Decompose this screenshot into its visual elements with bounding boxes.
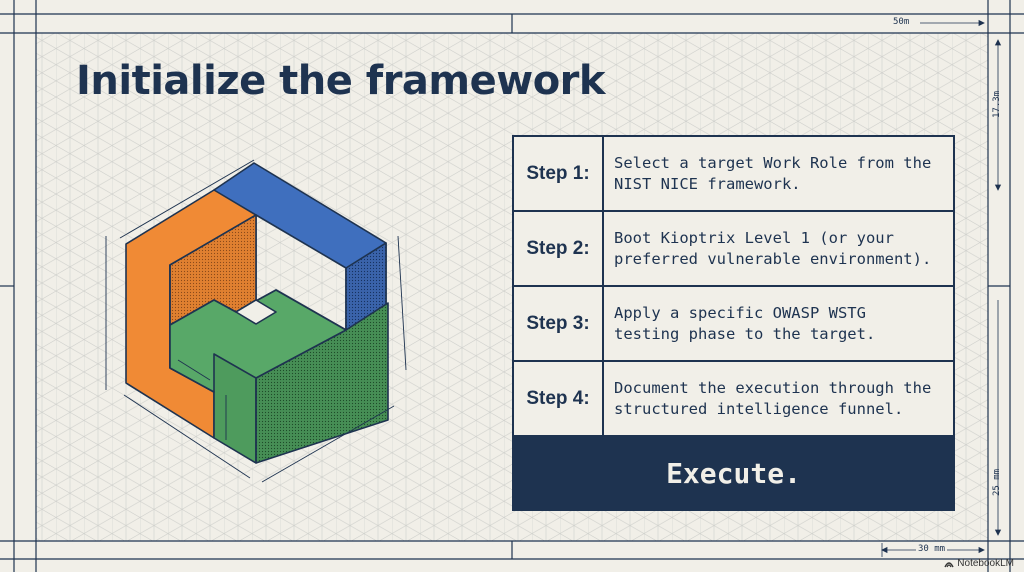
step-text: Boot Kioptrix Level 1 (or your preferred… xyxy=(614,228,932,268)
step-row-3: Step 3: Apply a specific OWASP WSTG test… xyxy=(514,287,953,362)
steps-table: Step 1: Select a target Work Role from t… xyxy=(512,135,955,511)
notebooklm-logo-icon xyxy=(944,561,954,567)
dimension-right-top: 17.3m xyxy=(992,90,1002,118)
step-row-1: Step 1: Select a target Work Role from t… xyxy=(514,137,953,212)
step-row-4: Step 4: Document the execution through t… xyxy=(514,362,953,437)
isometric-block-illustration xyxy=(105,159,407,483)
step-label: Step 3: xyxy=(514,287,604,360)
step-text: Document the execution through the struc… xyxy=(614,378,932,418)
step-row-2: Step 2: Boot Kioptrix Level 1 (or your p… xyxy=(514,212,953,287)
dimension-top: 50m xyxy=(893,17,910,27)
page-title: Initialize the framework xyxy=(76,58,606,104)
step-text: Select a target Work Role from the NIST … xyxy=(614,153,932,193)
step-text: Apply a specific OWASP WSTG testing phas… xyxy=(614,303,876,343)
brand-watermark: NotebookLM xyxy=(944,558,1014,569)
step-label: Step 2: xyxy=(514,212,604,285)
dimension-right-bottom: 25 mm xyxy=(992,468,1002,496)
brand-label: NotebookLM xyxy=(957,558,1014,569)
dimension-bottom: 30 mm xyxy=(916,544,948,554)
step-label: Step 1: xyxy=(514,137,604,210)
execute-banner: Execute. xyxy=(514,437,953,509)
step-label: Step 4: xyxy=(514,362,604,435)
